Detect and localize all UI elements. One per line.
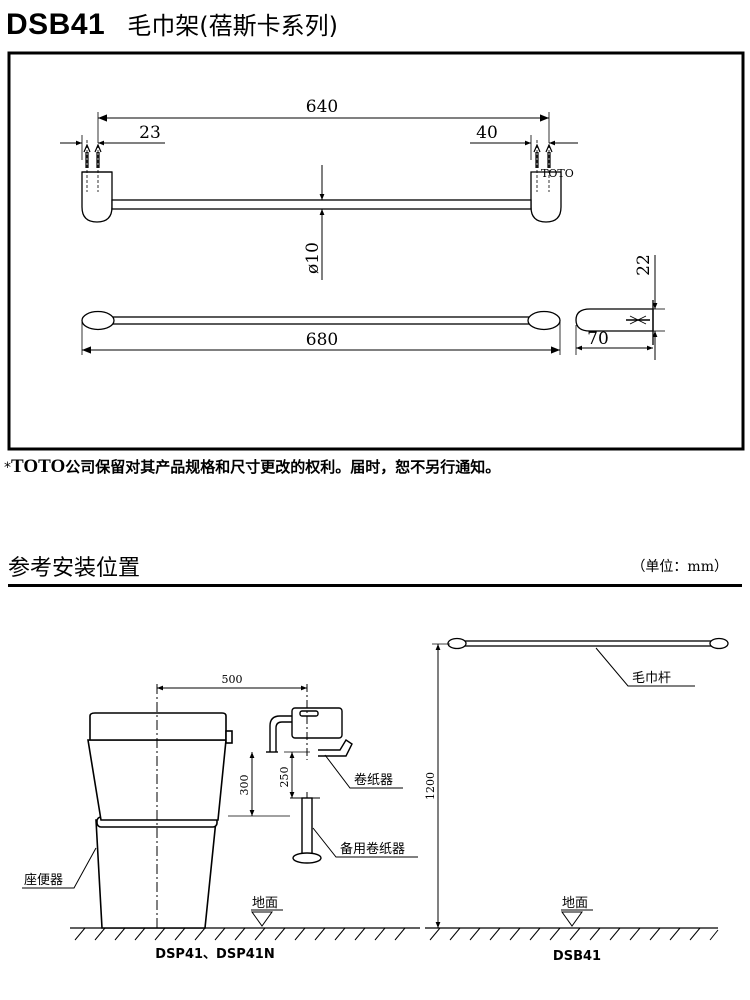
floor-left: [70, 927, 420, 941]
drawing-frame: [7, 51, 745, 451]
disclaimer-brand: TOTO: [11, 456, 66, 477]
label-floor-right: 地面: [562, 896, 588, 911]
towel-bar-install: [447, 637, 729, 650]
model-number: DSB41: [6, 8, 106, 41]
dim-22: 22: [634, 254, 654, 276]
brand-mark: TOTO: [541, 167, 574, 180]
disclaimer-star: *: [4, 460, 11, 476]
label-paper-holder: 卷纸器: [354, 772, 393, 788]
dim-1200: 1200: [424, 772, 437, 800]
floor-right: [425, 927, 719, 941]
caption-towel-model: DSB41: [553, 949, 601, 964]
paper-holder-drawing: [266, 707, 353, 757]
dim-250: 250: [278, 767, 291, 788]
dim-23: 23: [139, 123, 161, 143]
section-divider: [8, 584, 742, 587]
caption-toilet-models: DSP41、DSP41N: [155, 947, 274, 962]
dim-70: 70: [587, 329, 609, 349]
dim-d10: ø10: [303, 242, 323, 274]
page-title: DSB41 毛巾架(蓓斯卡系列): [6, 6, 338, 50]
dim-500: 500: [222, 673, 243, 686]
section-title: 参考安装位置: [8, 556, 141, 581]
leader-spare-holder: [312, 827, 418, 858]
section-unit: （单位：mm）: [631, 559, 728, 575]
spare-holder-drawing: [290, 797, 322, 864]
label-toilet: 座便器: [24, 873, 63, 888]
disclaimer: *TOTO公司保留对其产品规格和尺寸更改的权利。届时，恕不另行通知。: [4, 456, 500, 478]
dim-300: 300: [238, 775, 251, 796]
towel-bar-side-view: [575, 300, 665, 355]
product-name: 毛巾架(蓓斯卡系列): [127, 12, 338, 40]
floor-marker-left: [251, 909, 283, 927]
dim-40: 40: [476, 123, 498, 143]
leader-paper-holder: [324, 754, 403, 789]
label-floor-left: 地面: [252, 896, 278, 911]
disclaimer-text: 公司保留对其产品规格和尺寸更改的权利。届时，恕不另行通知。: [65, 458, 501, 476]
dim-640: 640: [306, 97, 338, 117]
leader-toilet: [22, 847, 97, 889]
toilet-drawing: [87, 712, 233, 929]
label-towel-bar: 毛巾杆: [632, 671, 671, 686]
leader-towel-bar: [595, 647, 695, 687]
dim-680: 680: [306, 330, 338, 350]
floor-marker-right: [561, 909, 593, 927]
label-spare-holder: 备用卷纸器: [340, 841, 405, 857]
